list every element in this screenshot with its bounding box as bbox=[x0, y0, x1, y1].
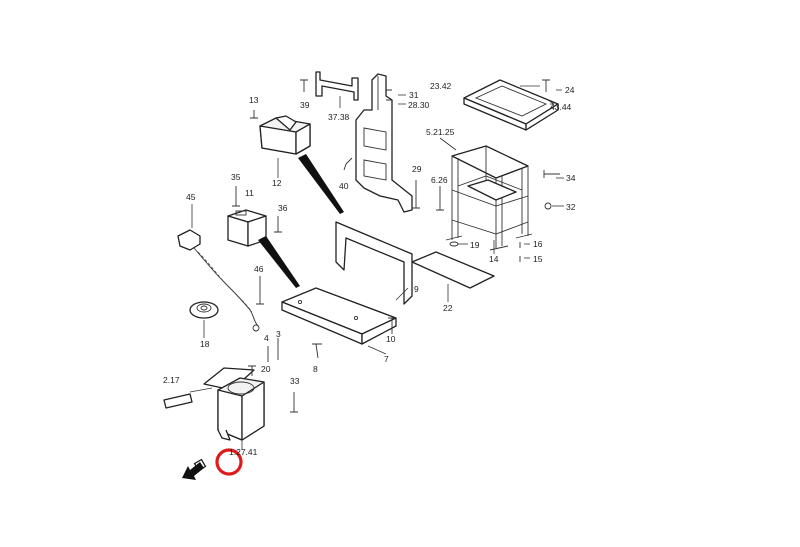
label-1-27-41: 1.27.41 bbox=[229, 447, 258, 457]
battery-tray[interactable] bbox=[281, 287, 397, 345]
leader-lines bbox=[189, 85, 564, 450]
label-14: 14 bbox=[489, 254, 499, 264]
bent-bracket[interactable] bbox=[335, 221, 413, 305]
label-32: 32 bbox=[566, 202, 576, 212]
label-13: 13 bbox=[249, 95, 259, 105]
label-33: 33 bbox=[290, 376, 300, 386]
label-22: 22 bbox=[443, 303, 453, 313]
vertical-frame[interactable] bbox=[355, 73, 413, 213]
label-15: 15 bbox=[533, 254, 543, 264]
label-5-21-25: 5.21.25 bbox=[426, 127, 455, 137]
label-45: 45 bbox=[186, 192, 196, 202]
label-37-38: 37.38 bbox=[328, 112, 350, 122]
top-panel[interactable] bbox=[463, 79, 559, 131]
label-36: 36 bbox=[278, 203, 288, 213]
label-24: 24 bbox=[565, 85, 575, 95]
direction-arrow-icon bbox=[182, 458, 207, 480]
fasteners bbox=[232, 79, 560, 413]
label-40: 40 bbox=[339, 181, 349, 191]
label-7: 7 bbox=[384, 354, 389, 364]
round-washer[interactable] bbox=[189, 301, 219, 319]
label-3: 3 bbox=[276, 329, 281, 339]
label-10: 10 bbox=[386, 334, 396, 344]
pointer-arrows bbox=[258, 154, 344, 288]
label-31: 31 bbox=[409, 90, 419, 100]
label-34: 34 bbox=[566, 173, 576, 183]
label-6-26: 6.26 bbox=[431, 175, 448, 185]
cable[interactable] bbox=[177, 229, 260, 332]
label-11: 11 bbox=[245, 188, 254, 198]
floor-plate[interactable] bbox=[411, 251, 495, 289]
label-39: 39 bbox=[300, 100, 310, 110]
label-19: 19 bbox=[470, 240, 480, 250]
small-box[interactable] bbox=[227, 209, 267, 247]
label-23-42: 23.42 bbox=[430, 81, 452, 91]
label-4: 4 bbox=[264, 333, 269, 343]
label-43-44: 43.44 bbox=[550, 102, 572, 112]
top-cover[interactable] bbox=[259, 115, 311, 155]
label-28-30: 28.30 bbox=[408, 100, 430, 110]
label-29: 29 bbox=[412, 164, 422, 174]
part-labels: 13 39 37.38 31 28.30 23.42 24 43.44 5.21… bbox=[163, 81, 576, 457]
highlight-marker-circle bbox=[215, 448, 243, 476]
label-18: 18 bbox=[200, 339, 210, 349]
label-35: 35 bbox=[231, 172, 241, 182]
label-9: 9 bbox=[414, 284, 419, 294]
label-8: 8 bbox=[313, 364, 318, 374]
label-20: 20 bbox=[261, 364, 271, 374]
hanger-bracket[interactable] bbox=[315, 71, 359, 108]
label-2-17: 2.17 bbox=[163, 375, 180, 385]
label-16: 16 bbox=[533, 239, 543, 249]
label-12: 12 bbox=[272, 178, 282, 188]
battery-stand[interactable] bbox=[445, 145, 533, 251]
housing[interactable] bbox=[217, 377, 265, 441]
label-46: 46 bbox=[254, 264, 264, 274]
